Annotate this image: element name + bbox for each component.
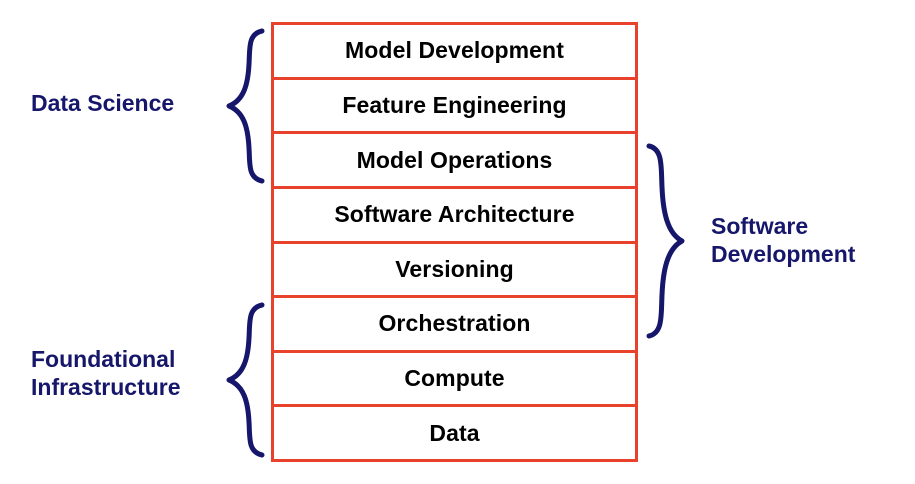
layer-software-architecture[interactable]: Software Architecture — [274, 188, 635, 244]
layer-label-orchestration: Orchestration — [378, 310, 531, 337]
layer-stack: Model Development Feature Engineering Mo… — [271, 22, 638, 462]
layer-label-software-architecture: Software Architecture — [334, 201, 575, 228]
layer-data[interactable]: Data — [274, 407, 635, 459]
group-label-software-development: Software Development — [711, 213, 856, 268]
layer-model-development[interactable]: Model Development — [274, 25, 635, 80]
brace-foundational-infrastructure — [226, 302, 266, 458]
layer-label-model-operations: Model Operations — [356, 146, 553, 173]
layer-label-versioning: Versioning — [395, 255, 514, 282]
layer-label-model-development: Model Development — [345, 37, 564, 64]
layer-feature-engineering[interactable]: Feature Engineering — [274, 79, 635, 135]
layer-versioning[interactable]: Versioning — [274, 243, 635, 299]
layer-orchestration[interactable]: Orchestration — [274, 298, 635, 353]
brace-data-science — [226, 28, 266, 184]
group-label-data-science: Data Science — [31, 90, 175, 116]
group-label-foundational-infrastructure: Foundational Infrastructure — [31, 346, 181, 401]
layer-label-feature-engineering: Feature Engineering — [342, 91, 567, 118]
layer-compute[interactable]: Compute — [274, 352, 635, 408]
brace-software-development — [645, 143, 685, 339]
layer-label-compute: Compute — [404, 365, 505, 392]
layer-label-data: Data — [429, 419, 480, 446]
layer-model-operations[interactable]: Model Operations — [274, 134, 635, 189]
